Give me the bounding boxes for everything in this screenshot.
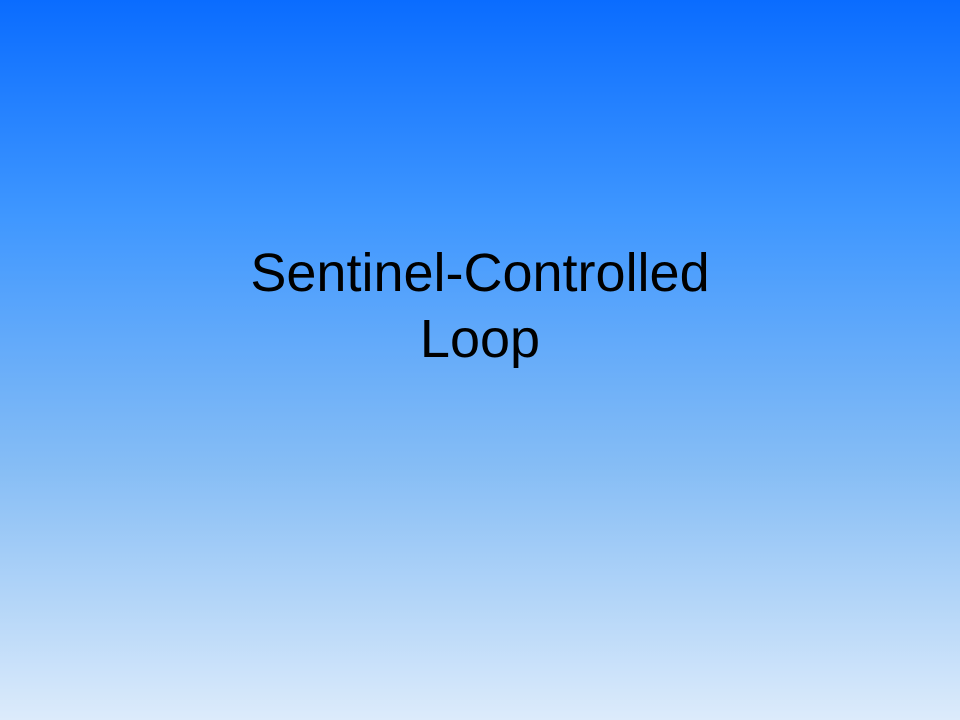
slide-title-line-2: Loop <box>419 309 541 369</box>
slide-title: Sentinel-Controlled Loop <box>0 240 960 372</box>
slide-title-line-1: Sentinel-Controlled <box>250 243 710 303</box>
